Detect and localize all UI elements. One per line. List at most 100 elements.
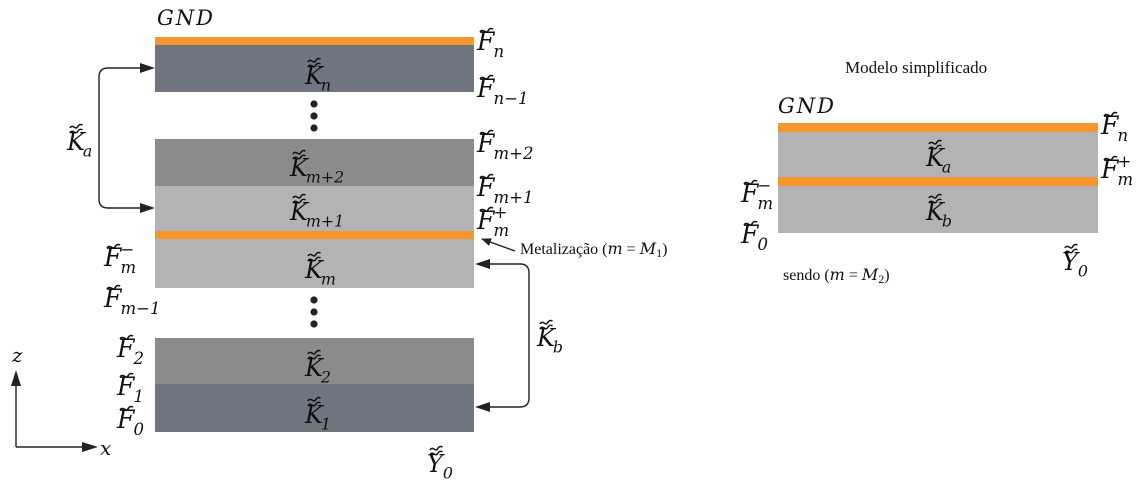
k-1-label-subscript: 1	[321, 415, 331, 434]
k-m-plus-2-label: Km+2	[289, 149, 344, 187]
k-m-plus-1-label: Km+1	[289, 193, 344, 231]
k-a-arrowhead-top	[140, 63, 155, 73]
f-1-label-subscript: 1	[134, 387, 145, 406]
layer-m-plus-2	[155, 139, 474, 186]
tilde-mark	[69, 128, 83, 134]
f-m-plus-1-label-symbol: F	[476, 173, 496, 202]
tilde-mark	[479, 27, 494, 33]
tilde-mark	[292, 198, 306, 204]
tilde-mark	[307, 256, 321, 262]
k-2-label-subscript: 2	[320, 368, 331, 387]
layer-1	[155, 384, 474, 432]
k-a-label: Ka	[66, 123, 92, 161]
f-m-minus-label-symbol: F	[103, 243, 123, 272]
tilde-mark	[292, 193, 306, 199]
f-0-label-subscript: 0	[134, 420, 145, 439]
tilde-mark	[119, 405, 134, 411]
right-f-m-minus-label-symbol: F	[740, 179, 760, 208]
tilde-mark	[106, 284, 121, 290]
k-b-bracket-line	[480, 263, 530, 408]
f-m-plus-1-label-subscript: m+1	[494, 188, 534, 207]
vertical-ellipsis-top	[310, 100, 318, 132]
f-m-plus-2-label-subscript: m+2	[494, 144, 534, 163]
left-stack	[155, 37, 474, 432]
right-f-m-plus-label-symbol: F	[1100, 155, 1120, 184]
tilde-mark	[1064, 248, 1078, 254]
k-b-arrowhead-top	[475, 259, 490, 269]
right-gnd-metal-strip	[778, 123, 1098, 132]
right-k-a-label-subscript: a	[942, 158, 951, 177]
tilde-mark	[928, 139, 942, 145]
right-k-b-label-symbol: K	[925, 198, 946, 226]
k-n-label-subscript: n	[321, 76, 331, 95]
k-b-label: Kb	[536, 319, 563, 357]
tilde-mark	[307, 401, 321, 407]
k-b-label-symbol: K	[536, 324, 557, 352]
k-m-label: Km	[304, 251, 336, 289]
right-f-m-plus-label-subscript: m	[1118, 170, 1134, 189]
f-m-minus-label-subscript: m	[121, 258, 137, 277]
right-k-a-label: Ka	[925, 139, 951, 177]
tilde-mark	[307, 349, 321, 355]
k-b-bracket	[475, 259, 530, 412]
tilde-mark	[1103, 155, 1118, 161]
tilde-mark	[106, 243, 121, 249]
f-n-minus-1-label-symbol: F	[476, 74, 496, 103]
vertical-ellipsis-bottom	[310, 296, 318, 328]
right-y-0-label-symbol: Y	[1062, 248, 1080, 276]
right-note: sendo (m = M2)	[783, 265, 890, 286]
x-axis-arrowhead	[82, 442, 98, 452]
right-f-m-minus-label-subscript: m	[758, 194, 774, 213]
tilde-mark	[1103, 111, 1118, 117]
tilde-mark	[743, 220, 758, 226]
k-1-label: K1	[304, 396, 331, 434]
right-layer-b	[778, 186, 1098, 233]
tilde-mark	[429, 450, 443, 456]
k-1-label-symbol: K	[304, 401, 325, 429]
tilde-mark	[307, 62, 321, 68]
right-f-m-plus-label-superscript: +	[1118, 152, 1132, 171]
tilde-mark	[292, 149, 306, 155]
k-m-plus-1-label-symbol: K	[289, 198, 310, 226]
gnd-label: GND	[157, 6, 215, 30]
k-2-label-symbol: K	[304, 354, 325, 382]
f-1-label-symbol: F	[116, 372, 136, 401]
f-n-minus-1-label-subscript: n−1	[494, 89, 529, 108]
f-m-minus-1-label-symbol: F	[103, 284, 123, 313]
x-axis-label: x	[100, 436, 111, 460]
gnd-metal-strip	[155, 37, 474, 45]
right-metal-strip-m	[778, 177, 1098, 186]
tilde-mark	[429, 445, 443, 451]
right-f-n-label-subscript: n	[1118, 126, 1129, 145]
tilde-mark	[307, 396, 321, 402]
tilde-mark	[928, 193, 942, 199]
tilde-mark	[307, 57, 321, 63]
k-m-plus-2-label-symbol: K	[289, 154, 310, 182]
f-2-label-subscript: 2	[133, 349, 145, 368]
right-f-0-label-symbol: F	[740, 220, 760, 249]
k-b-arrowhead-bottom	[475, 402, 490, 412]
metalization-note: Metalização (m = M1)	[520, 239, 667, 260]
tilde-mark	[743, 179, 758, 185]
k-2-label: K2	[304, 349, 331, 387]
tilde-mark	[479, 129, 494, 135]
right-gnd-label: GND	[778, 94, 836, 118]
tilde-mark	[479, 74, 494, 80]
tilde-mark	[539, 324, 553, 330]
f-m-plus-label-subscript: m	[494, 221, 510, 240]
f-n-label-subscript: n	[494, 42, 505, 61]
f-m-minus-1-label-subscript: m−1	[121, 299, 161, 318]
